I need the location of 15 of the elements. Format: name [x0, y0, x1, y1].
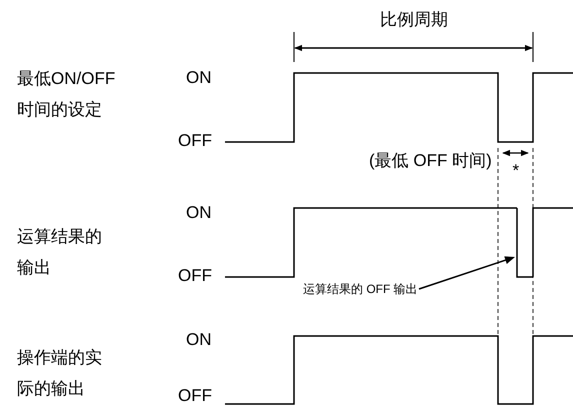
level-label: OFF: [178, 266, 212, 286]
waveform-notch: [516, 208, 533, 278]
row-label: 运算结果的输出: [17, 226, 103, 279]
level-label: OFF: [178, 386, 212, 406]
note-text: (最低 OFF 时间): [369, 151, 492, 171]
level-label: OFF: [178, 131, 212, 151]
callout-text: 运算结果的 OFF 输出: [303, 281, 418, 297]
dimension-label: 比例周期: [380, 10, 448, 30]
level-label: ON: [186, 330, 212, 350]
row-label: 操作端的实际的输出: [17, 347, 103, 400]
footnote-mark: *: [512, 161, 520, 181]
row-label: 最低ON/OFF 时间的设定: [17, 68, 116, 121]
level-label: ON: [186, 68, 212, 88]
level-label: ON: [186, 203, 212, 223]
leader-line: [418, 256, 515, 290]
